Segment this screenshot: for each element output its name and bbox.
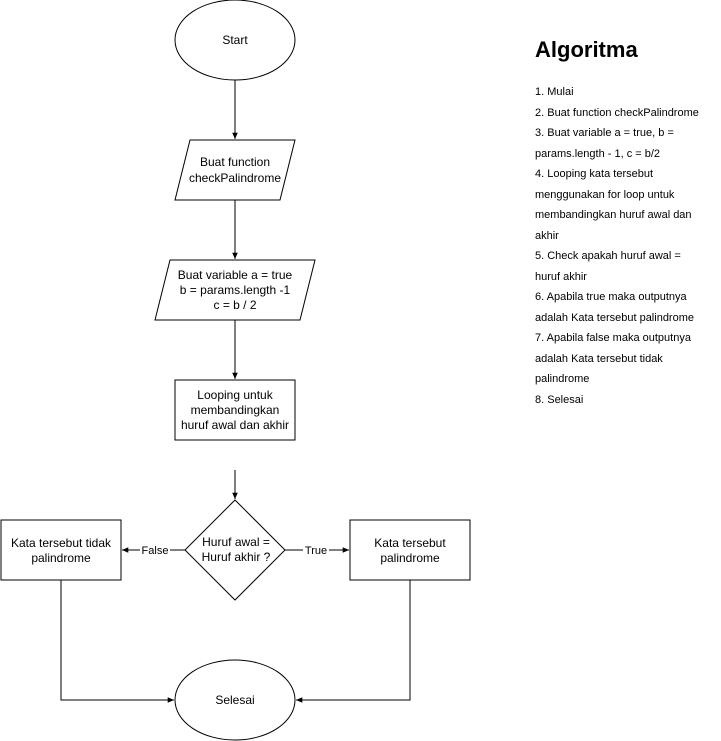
step-text: 8. Selesai: [535, 393, 584, 406]
result-false-line-2: palindrome: [31, 551, 91, 565]
result-false-node: Kata tersebut tidak palindrome: [0, 519, 122, 581]
step-text: membandingkan huruf awal dan: [535, 209, 692, 221]
start-label: Start: [222, 33, 248, 47]
algorithm-step: 6. Apabila true maka outputnya adalah Kat…: [535, 287, 719, 328]
algorithm-step: 3. Buat variable a = true, b = params.len…: [535, 123, 719, 164]
algorithm-panel: Algoritma 1. Mulai 2. Buat function chec…: [535, 36, 719, 410]
step-text: palindrome: [535, 373, 590, 385]
algorithm-steps: 1. Mulai 2. Buat function checkPalindrom…: [535, 82, 719, 410]
variable-label-line-1: Buat variable a = true: [178, 268, 293, 282]
algorithm-step: 4. Looping kata tersebut menggunakan for …: [535, 164, 719, 246]
edge-false-to-end: [60, 580, 174, 703]
end-node: Selesai: [174, 659, 296, 741]
algorithm-step: 5. Check apakah huruf awal = huruf akhir: [535, 246, 719, 287]
variable-label-line-3: c = b / 2: [213, 298, 256, 312]
step-text: adalah Kata tersebut palindrome: [535, 311, 694, 324]
step-text: 4. Looping kata tersebut: [535, 168, 654, 180]
step-text: akhir: [535, 229, 559, 242]
false-label: False: [142, 545, 169, 557]
loop-label-line-3: huruf awal dan akhir: [181, 418, 289, 432]
algorithm-title: Algoritma: [535, 37, 638, 62]
step-text: 1. Mulai: [535, 86, 574, 98]
algorithm-step: 1. Mulai: [535, 82, 719, 103]
result-true-line-2: palindrome: [380, 551, 440, 565]
loop-label-line-2: membandingkan: [191, 403, 280, 417]
step-text: 2. Buat function checkPalindrome: [535, 106, 699, 119]
loop-label-line-1: Looping untuk: [197, 388, 273, 402]
step-text: huruf akhir: [535, 270, 587, 283]
algorithm-step: 2. Buat function checkPalindrome: [535, 103, 719, 124]
step-text: 5. Check apakah huruf awal =: [535, 250, 681, 262]
function-label-line-2: checkPalindrome: [189, 171, 281, 185]
variable-node: Buat variable a = true b = params.length…: [154, 259, 316, 321]
result-false-line-1: Kata tersebut tidak: [11, 536, 112, 550]
step-text: 3. Buat variable a = true, b =: [535, 127, 674, 139]
step-text: 7. Apabila false maka outputnya: [535, 332, 691, 344]
step-text: 6. Apabila true maka outputnya: [535, 291, 687, 303]
step-text: menggunakan for loop untuk: [535, 188, 675, 201]
algorithm-step: 7. Apabila false maka outputnya adalah Ka…: [535, 328, 719, 390]
decision-node: Huruf awal = Huruf akhir ?: [184, 499, 286, 601]
true-edge-label: True: [303, 543, 329, 557]
step-text: adalah Kata tersebut tidak: [535, 352, 663, 365]
step-text: params.length - 1, c = b/2: [535, 147, 661, 160]
decision-label-line-2: Huruf akhir ?: [202, 550, 271, 564]
function-label-line-1: Buat function: [200, 155, 270, 169]
start-node: Start: [174, 0, 296, 81]
decision-label-line-1: Huruf awal =: [202, 535, 270, 549]
algorithm-step: 8. Selesai: [535, 390, 719, 411]
result-true-line-1: Kata tersebut: [374, 536, 446, 550]
edge-true-to-end: [296, 580, 411, 703]
function-node: Buat function checkPalindrome: [174, 139, 296, 201]
true-label: True: [305, 545, 327, 557]
false-edge-label: False: [140, 543, 170, 557]
variable-label-line-2: b = params.length -1: [180, 283, 291, 297]
loop-node: Looping untuk membandingkan huruf awal d…: [174, 379, 296, 441]
end-label: Selesai: [215, 693, 254, 707]
result-true-node: Kata tersebut palindrome: [349, 519, 471, 581]
